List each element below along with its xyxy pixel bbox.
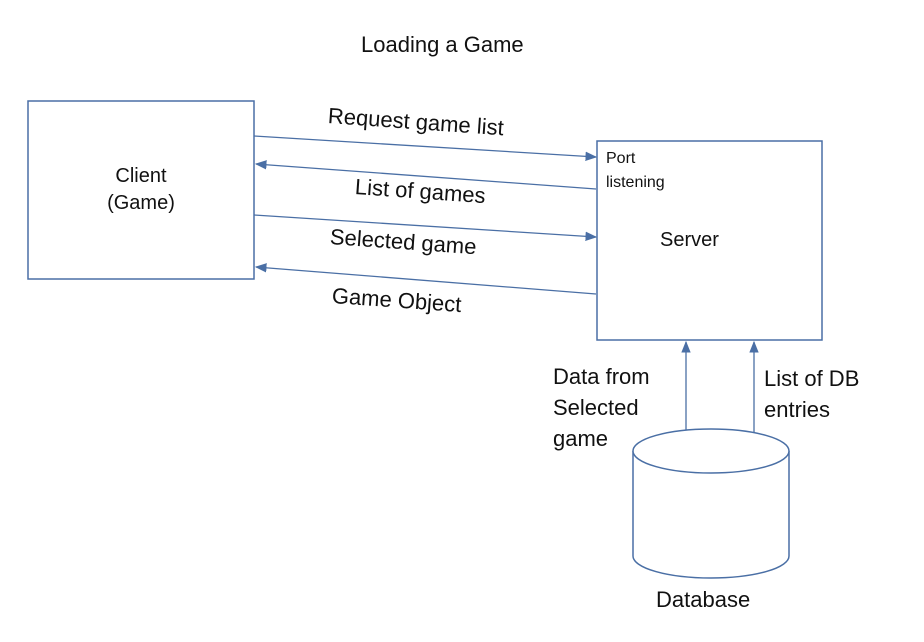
server-label: Server bbox=[660, 229, 719, 251]
client-label: Client (Game) bbox=[98, 163, 184, 217]
data-label-line3: game bbox=[553, 426, 609, 451]
client-box[interactable] bbox=[27, 100, 255, 280]
client-label-line2: (Game) bbox=[107, 192, 175, 214]
arrow-request-game-list bbox=[253, 135, 598, 162]
port-label-line1: Port bbox=[606, 150, 636, 167]
data-label-line1: Data from bbox=[553, 364, 650, 389]
diagram-title: Loading a Game bbox=[361, 32, 524, 57]
client-label-line1: Client bbox=[115, 165, 167, 187]
data-from-selected-game-label: Data from Selected game bbox=[553, 361, 650, 454]
database-label: Database bbox=[656, 587, 751, 612]
arrow-selected-game bbox=[253, 214, 598, 241]
arrow-list-of-games bbox=[254, 160, 597, 190]
dblist-label-line2: entries bbox=[764, 397, 831, 422]
port-listening-label: Port listening bbox=[606, 147, 665, 195]
list-of-db-entries-label: List of DB entries bbox=[764, 363, 859, 425]
data-label-line2: Selected bbox=[553, 395, 639, 420]
database-cylinder[interactable] bbox=[632, 428, 790, 579]
port-label-line2: listening bbox=[606, 174, 665, 191]
server-box[interactable] bbox=[596, 140, 823, 341]
dblist-label-line1: List of DB bbox=[764, 366, 860, 391]
arrow-game-object bbox=[254, 263, 597, 295]
